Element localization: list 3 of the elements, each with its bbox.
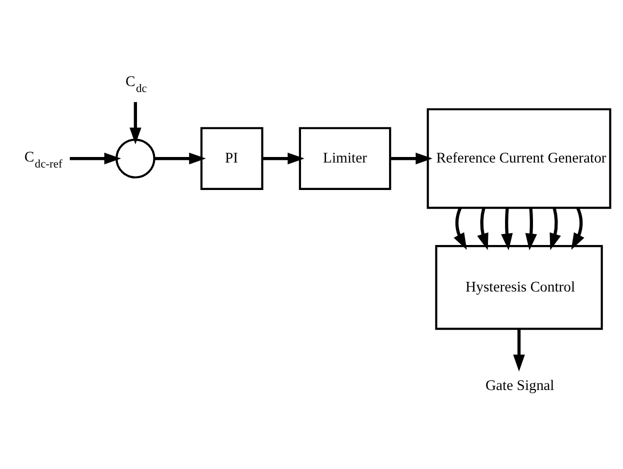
node-text: C$_{dc}$ <box>125 74 147 95</box>
node-text: C$_{dc-ref}$ <box>24 149 62 170</box>
node-text: Gate Signal <box>485 378 554 394</box>
